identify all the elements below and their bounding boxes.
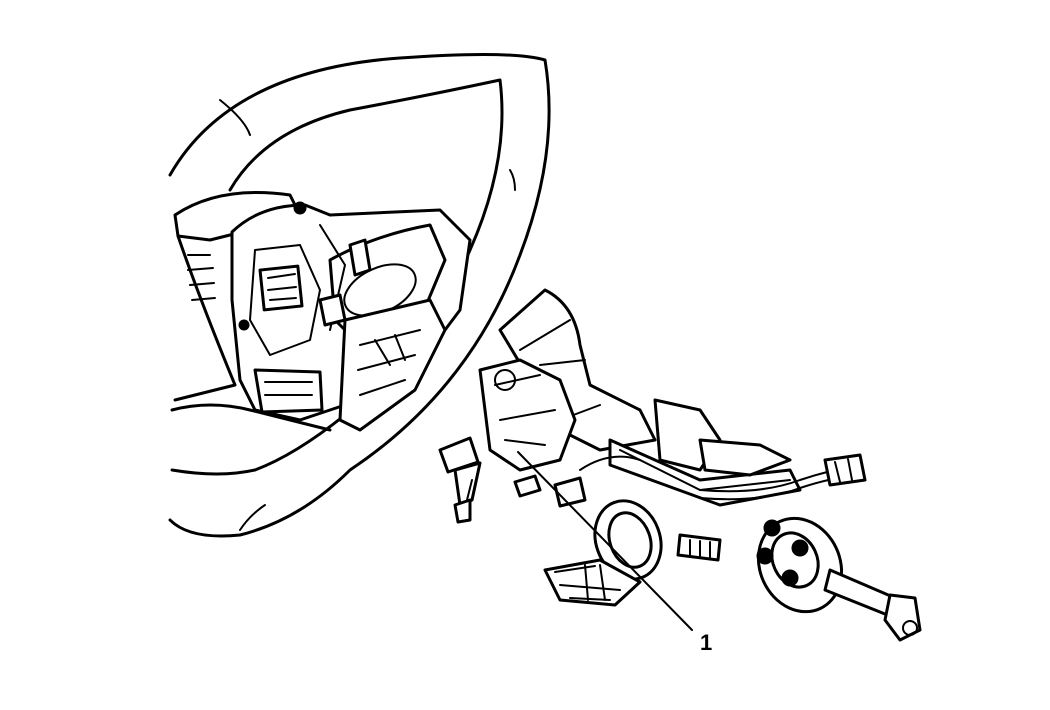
clock-spring-assembly bbox=[543, 499, 663, 607]
steering-wheel bbox=[168, 52, 551, 538]
callout-leader-line bbox=[517, 451, 693, 631]
callout-1: 1 bbox=[517, 451, 712, 655]
column-hardware bbox=[438, 436, 641, 524]
steering-column bbox=[478, 288, 922, 642]
callout-label: 1 bbox=[700, 630, 712, 655]
